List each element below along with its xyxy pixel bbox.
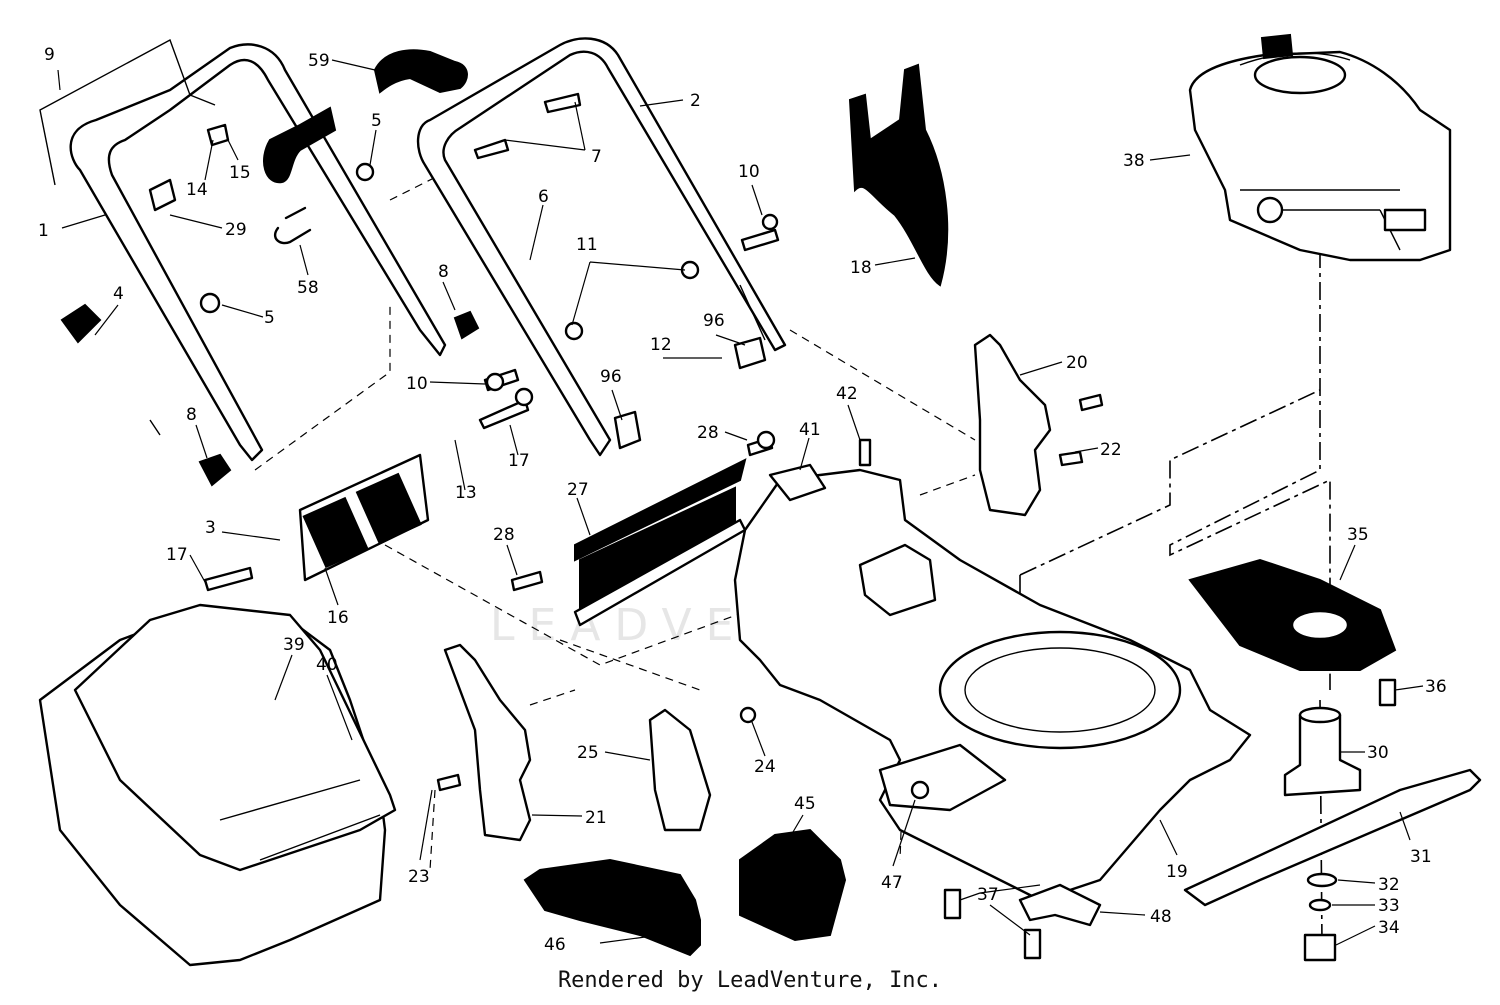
height-adjusters <box>443 333 1052 842</box>
callout-23: 23 <box>408 867 430 887</box>
callout-58: 58 <box>297 278 319 298</box>
callout-1: 1 <box>38 221 49 241</box>
callout-38: 38 <box>1123 151 1145 171</box>
callout-5: 5 <box>371 111 382 131</box>
callout-32: 32 <box>1378 875 1400 895</box>
callout-37: 37 <box>977 885 999 905</box>
callout-35: 35 <box>1347 525 1369 545</box>
mulch-plug <box>739 828 847 942</box>
callout-17b: 17 <box>166 545 188 565</box>
callout-labels: 9 59 2 5 7 14 15 1 29 58 6 10 18 38 4 5 … <box>38 45 1447 955</box>
callout-8a: 8 <box>438 262 449 282</box>
callout-15: 15 <box>229 163 251 183</box>
blade <box>1183 768 1482 907</box>
callout-46: 46 <box>544 935 566 955</box>
hardware <box>60 92 1397 962</box>
blade-adapter <box>1283 706 1362 797</box>
callout-11: 11 <box>576 235 598 255</box>
callout-34: 34 <box>1378 918 1400 938</box>
upper-handle-left <box>69 43 447 462</box>
callout-39: 39 <box>283 635 305 655</box>
engine-part <box>1188 33 1452 262</box>
callout-30: 30 <box>1367 743 1389 763</box>
grass-bag <box>38 603 397 967</box>
callout-3: 3 <box>205 518 216 538</box>
leader-lines <box>57 59 1424 946</box>
callout-14: 14 <box>186 180 208 200</box>
callout-31: 31 <box>1410 847 1432 867</box>
callout-59: 59 <box>308 51 330 71</box>
callout-10b: 10 <box>406 374 428 394</box>
mower-deck <box>733 468 1252 902</box>
callout-16: 16 <box>327 608 349 628</box>
callout-18: 18 <box>850 258 872 278</box>
callout-20: 20 <box>1066 353 1088 373</box>
callout-7: 7 <box>591 147 602 167</box>
lower-handle-right <box>416 37 787 457</box>
callout-12: 12 <box>650 335 672 355</box>
bracket-48 <box>1018 883 1102 927</box>
callout-6: 6 <box>538 187 549 207</box>
callout-41: 41 <box>799 420 821 440</box>
callout-24: 24 <box>754 757 776 777</box>
callout-28b: 28 <box>493 525 515 545</box>
callout-5b: 5 <box>264 308 275 328</box>
callout-21: 21 <box>585 808 607 828</box>
footer-credit: Rendered by LeadVenture, Inc. <box>557 968 943 993</box>
callout-42: 42 <box>836 384 858 404</box>
callout-13: 13 <box>455 483 477 503</box>
callout-17a: 17 <box>508 451 530 471</box>
bail-wire <box>39 38 216 186</box>
callout-40: 40 <box>316 655 338 675</box>
side-discharge-chute <box>523 858 701 957</box>
callout-2: 2 <box>690 91 701 111</box>
callout-25: 25 <box>577 743 599 763</box>
callout-36: 36 <box>1425 677 1447 697</box>
deflector-part <box>848 63 949 287</box>
callout-29: 29 <box>225 220 247 240</box>
callout-9: 9 <box>44 45 55 65</box>
callout-28a: 28 <box>697 423 719 443</box>
callout-33: 33 <box>1378 896 1400 916</box>
callout-10a: 10 <box>738 162 760 182</box>
callout-4: 4 <box>113 284 124 304</box>
callout-48: 48 <box>1150 907 1172 927</box>
chute-part <box>648 708 712 832</box>
callout-45: 45 <box>794 794 816 814</box>
callout-47: 47 <box>881 873 903 893</box>
callout-19: 19 <box>1166 862 1188 882</box>
callout-8b: 8 <box>186 405 197 425</box>
callout-27: 27 <box>567 480 589 500</box>
tag-part <box>768 463 827 502</box>
callout-22: 22 <box>1100 440 1122 460</box>
baffle-part <box>1188 558 1397 671</box>
callout-96b: 96 <box>600 367 622 387</box>
callout-96a: 96 <box>703 311 725 331</box>
hose-part <box>263 49 468 184</box>
